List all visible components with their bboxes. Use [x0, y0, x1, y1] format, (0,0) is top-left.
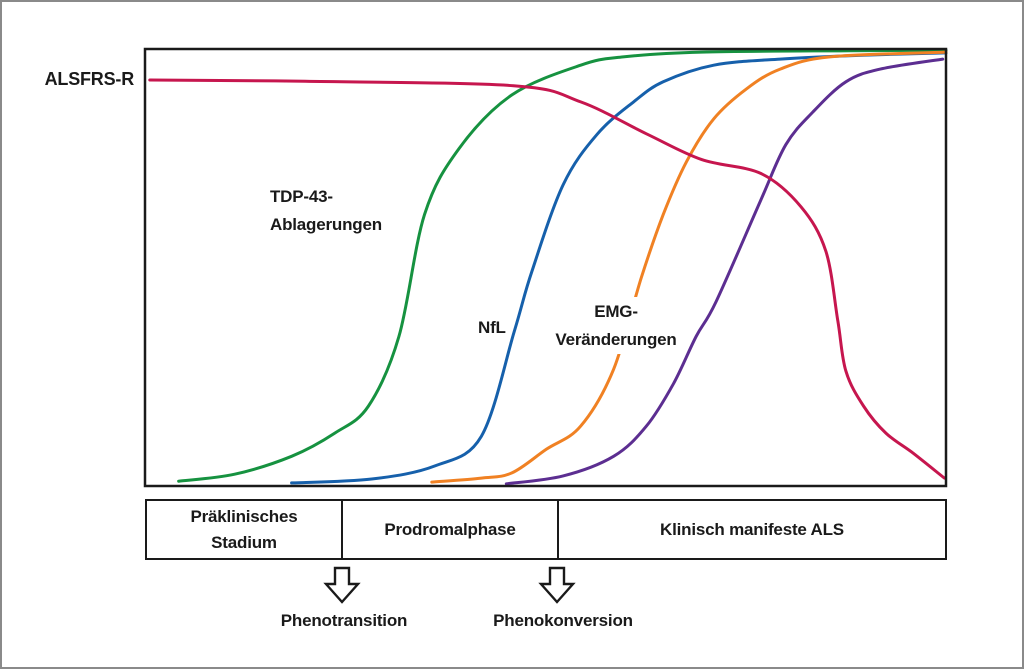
curve-emg-ver-nderungen [430, 50, 948, 484]
annotation-phenokonversion: Phenokonversion [493, 611, 633, 630]
phase-cell-prodromal: Prodromalphase [341, 501, 557, 558]
down-arrow-icon [323, 566, 361, 604]
curve-alsfrs-r [148, 78, 946, 480]
curve-tdp-43-ablagerungen [177, 48, 948, 483]
down-arrow-icon [538, 566, 576, 604]
curve-label-nfl: NfL [478, 318, 506, 337]
phase-cell-klinisch: Klinisch manifeste ALS [557, 501, 945, 558]
plot-frame [143, 47, 948, 488]
phase-cell-praeklinisch: Präklinisches Stadium [190, 507, 298, 552]
curve-nfl [290, 51, 948, 485]
curve-label-tdp43: TDP-43- Ablagerungen [270, 187, 382, 234]
phase-bar: Präklinisches Stadium Prodromalphase Kli… [145, 499, 947, 560]
curve-label-emg: EMG- Veränderungen [550, 297, 682, 355]
curve-unlabeled [504, 57, 945, 486]
curves-group [148, 48, 948, 486]
curve-label-alsfrs: ALSFRS-R [44, 69, 135, 89]
annotation-phenotransition: Phenotransition [280, 611, 408, 630]
